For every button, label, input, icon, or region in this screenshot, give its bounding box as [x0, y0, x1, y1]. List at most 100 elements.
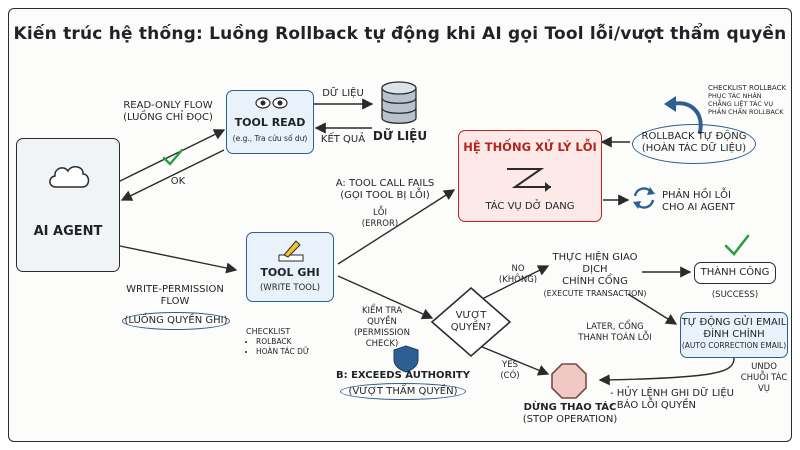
success-title: THÀNH CÔNG — [700, 267, 770, 278]
error-system-title: HỆ THỐNG XỬ LÝ LỖI — [463, 140, 597, 154]
check-icon — [724, 234, 750, 256]
ai-agent-node: AI AGENT — [16, 138, 120, 272]
execute-line1: THỰC HIỆN GIAO DỊCH — [552, 252, 638, 275]
write-checklist: CHECKLIST ROLBACK HOÀN TÁC DỮ — [246, 326, 326, 356]
email-line2: ĐÍNH CHÍNH — [703, 329, 765, 340]
undo-chain-label: UNDO CHUỖI TÁC VỤ — [736, 362, 792, 395]
ok-label: OK — [170, 176, 186, 187]
later-gateway-label: LATER, CỔNG THANH TOÁN LỖI — [572, 322, 658, 344]
arrow-agent-to-write — [119, 245, 238, 274]
rollback-line2: (HOÀN TÁC DỮ LIỆU) — [641, 143, 747, 154]
fail-a-line2: (GỌI TOOL BỊ LỖI) — [340, 190, 430, 201]
success-subtitle: (SUCCESS) — [711, 290, 759, 300]
write-checklist-item: HOÀN TÁC DỮ — [256, 347, 326, 357]
decision-line2: QUYỀN? — [450, 322, 492, 333]
error-line2: (ERROR) — [361, 219, 399, 229]
database-icon — [381, 81, 417, 124]
email-node: TỰ ĐỘNG GỬI EMAIL ĐÍNH CHÍNH (AUTO CORRE… — [680, 312, 788, 358]
yes-line1: YES — [502, 360, 518, 370]
tool-write-subtitle: (WRITE TOOL) — [259, 283, 321, 293]
rollback-checklist: CHECKLIST ROLLBACK PHỤC TÁC NHÂN CHẲNG L… — [708, 84, 792, 116]
decision-label: VƯỢT QUYỀN? — [440, 310, 502, 334]
stop-actions-label: - HỦY LỆNH GHI DỮ LIỆU - BÁO LỖI QUYỀN — [610, 388, 760, 412]
tool-read-node: TOOL READ (e.g., Tra cứu số dư) — [226, 90, 314, 154]
exceeds-authority-label: B: EXCEEDS AUTHORITY — [336, 370, 470, 381]
database-label: DỮ LIỆU — [372, 129, 428, 143]
tool-read-title: TOOL READ — [234, 116, 306, 129]
later-gateway-line1: LATER, CỔNG — [586, 322, 644, 332]
fail-a-line1: A: TOOL CALL FAILS — [335, 178, 435, 189]
tool-write-node: TOOL GHI (WRITE TOOL) — [246, 232, 334, 302]
rollback-checklist-heading: CHECKLIST ROLLBACK — [708, 84, 787, 92]
zigzag-arrow-icon — [507, 168, 551, 192]
eyes-icon — [255, 97, 288, 109]
stop-line1: DỪNG THAO TÁC — [523, 402, 617, 413]
shield-icon — [393, 345, 419, 373]
arrow-decision-to-execute — [479, 265, 550, 301]
data-in-label: DỮ LIỆU — [322, 88, 364, 99]
write-checklist-item: ROLBACK — [256, 337, 326, 347]
later-gateway-line2: THANH TOÁN LỖI — [578, 333, 652, 343]
rollback-node: ROLLBACK TỰ ĐỘNG (HOÀN TÁC DỮ LIỆU) — [632, 124, 756, 164]
decision-diamond — [430, 286, 512, 358]
stop-actions-line1: - HỦY LỆNH GHI DỮ LIỆU — [610, 388, 734, 399]
read-flow-line2: (LUỒNG CHỈ ĐỌC) — [123, 112, 213, 123]
exceeds-authority-oval: (VƯỢT THẨM QUYỀN) — [340, 383, 466, 400]
arrow-write-to-error — [337, 189, 456, 265]
error-system-node: HỆ THỐNG XỬ LÝ LỖI TÁC VỤ DỞ DANG — [458, 130, 602, 222]
arrow-read-to-agent — [120, 149, 225, 201]
write-flow-line1: WRITE-PERMISSION — [126, 284, 224, 295]
read-flow-label: READ-ONLY FLOW (LUỒNG CHỈ ĐỌC) — [118, 100, 218, 124]
diagram-title: Kiến trúc hệ thống: Luồng Rollback tự độ… — [13, 24, 787, 44]
undo-chain-line1: UNDO — [751, 362, 777, 372]
arrow-decision-to-stop — [469, 341, 550, 376]
tool-write-title: TOOL GHI — [260, 266, 320, 279]
arrow-agent-to-read — [117, 129, 226, 183]
stop-line2: (STOP OPERATION) — [522, 414, 618, 425]
permission-check-label: KIỂM TRA QUYỀN (PERMISSION CHECK) — [340, 306, 424, 350]
arrow-execute-to-email — [627, 293, 678, 325]
write-flow-line3: (LUỒNG QUYỀN GHI) — [124, 315, 228, 326]
ai-agent-label: AI AGENT — [33, 224, 103, 239]
rollback-line1: ROLLBACK TỰ ĐỘNG — [641, 131, 747, 142]
permission-check-line3: (PERMISSION CHECK) — [354, 328, 410, 349]
fail-a-label: A: TOOL CALL FAILS (GỌI TOOL BỊ LỖI) — [326, 178, 444, 202]
arrow-write-to-decision — [337, 275, 434, 320]
no-line2: (KHÔNG) — [498, 275, 538, 285]
pencil-icon — [278, 240, 304, 262]
email-line3: (AUTO CORRECTION EMAIL) — [681, 341, 787, 350]
error-feedback-line1: PHẢN HỒI LỖI — [662, 190, 731, 201]
stop-actions-line2: - BÁO LỖI QUYỀN — [610, 400, 697, 411]
success-node: THÀNH CÔNG — [694, 262, 776, 284]
permission-check-line1: KIỂM TRA — [361, 306, 403, 316]
execute-line3: (EXECUTE TRANSACTION) — [543, 289, 647, 298]
execute-node: THỰC HIỆN GIAO DỊCH CHÍNH CỔNG (EXECUTE … — [540, 252, 650, 300]
rollback-checklist-item: CHẲNG LIỆT TÁC VỤ — [708, 100, 774, 108]
permission-check-line2: QUYỀN — [367, 317, 397, 327]
no-label: NO (KHÔNG) — [496, 264, 540, 286]
yes-line2: (CÓ) — [500, 371, 520, 381]
write-flow-line2: FLOW — [160, 296, 190, 307]
write-checklist-heading: CHECKLIST — [246, 327, 291, 336]
result-label: KẾT QUẢ — [320, 134, 366, 145]
decision-line1: VƯỢT — [455, 310, 487, 321]
execute-line2: CHÍNH CỔNG — [562, 276, 628, 287]
stop-node: DỪNG THAO TÁC (STOP OPERATION) — [520, 402, 620, 426]
check-icon — [162, 148, 184, 166]
error-feedback-node: PHẢN HỒI LỖI CHO AI AGENT — [662, 190, 772, 214]
write-flow-label: WRITE-PERMISSION FLOW — [116, 284, 234, 308]
stop-octagon-icon — [551, 363, 587, 399]
exceeds-authority-line2: (VƯỢT THẨM QUYỀN) — [348, 386, 458, 397]
email-line1: TỰ ĐỘNG GỬI EMAIL — [681, 317, 787, 328]
tool-read-subtitle: (e.g., Tra cứu số dư) — [232, 134, 308, 143]
arrow-email-to-stop — [598, 357, 735, 386]
cloud-icon — [49, 166, 90, 188]
write-flow-oval: (LUỒNG QUYỀN GHI) — [122, 312, 230, 330]
undo-chain-line2: CHUỖI TÁC VỤ — [740, 373, 788, 394]
rollback-checklist-item: PHỤC TÁC NHÂN — [708, 92, 762, 100]
error-system-sub: TÁC VỤ DỞ DANG — [485, 201, 575, 212]
no-line1: NO — [511, 264, 525, 274]
error-feedback-line2: CHO AI AGENT — [662, 202, 735, 213]
error-label: LỖI (ERROR) — [352, 208, 408, 230]
